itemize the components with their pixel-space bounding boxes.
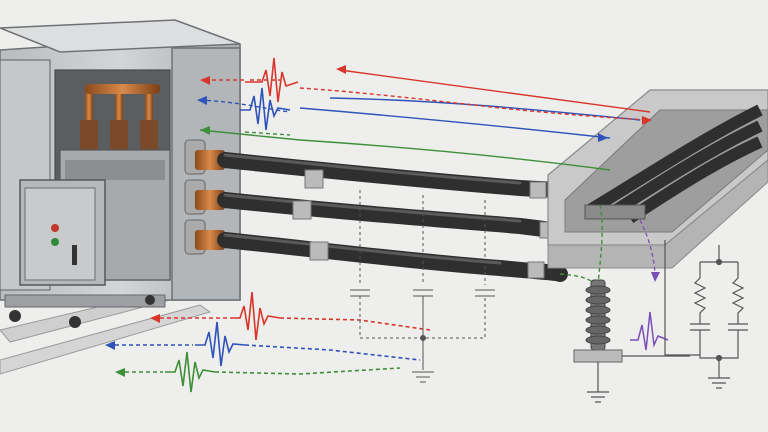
purple-transient xyxy=(630,219,669,351)
red-indicator-icon xyxy=(51,224,59,232)
circuit-breaker-icon xyxy=(19,149,171,286)
transient-waveforms-top xyxy=(240,57,299,131)
resistor-symbol-icon xyxy=(693,262,745,320)
rc-snubber-network xyxy=(664,240,748,389)
stray-capacitance-network xyxy=(350,190,495,383)
capacitor-symbol-icon xyxy=(690,323,748,331)
cable-termination-icon xyxy=(184,139,225,255)
green-indicator-icon xyxy=(51,238,59,246)
surge-arrester-icon xyxy=(559,204,690,403)
cabinet-wheels xyxy=(4,294,166,328)
copper-busbars xyxy=(80,84,160,156)
capacitor-symbol-icon xyxy=(350,289,495,297)
ground-symbol-icon xyxy=(412,371,434,383)
switchgear-cabinet-icon xyxy=(0,19,241,328)
cable-trench xyxy=(547,89,768,269)
wave-arrows xyxy=(197,65,652,171)
